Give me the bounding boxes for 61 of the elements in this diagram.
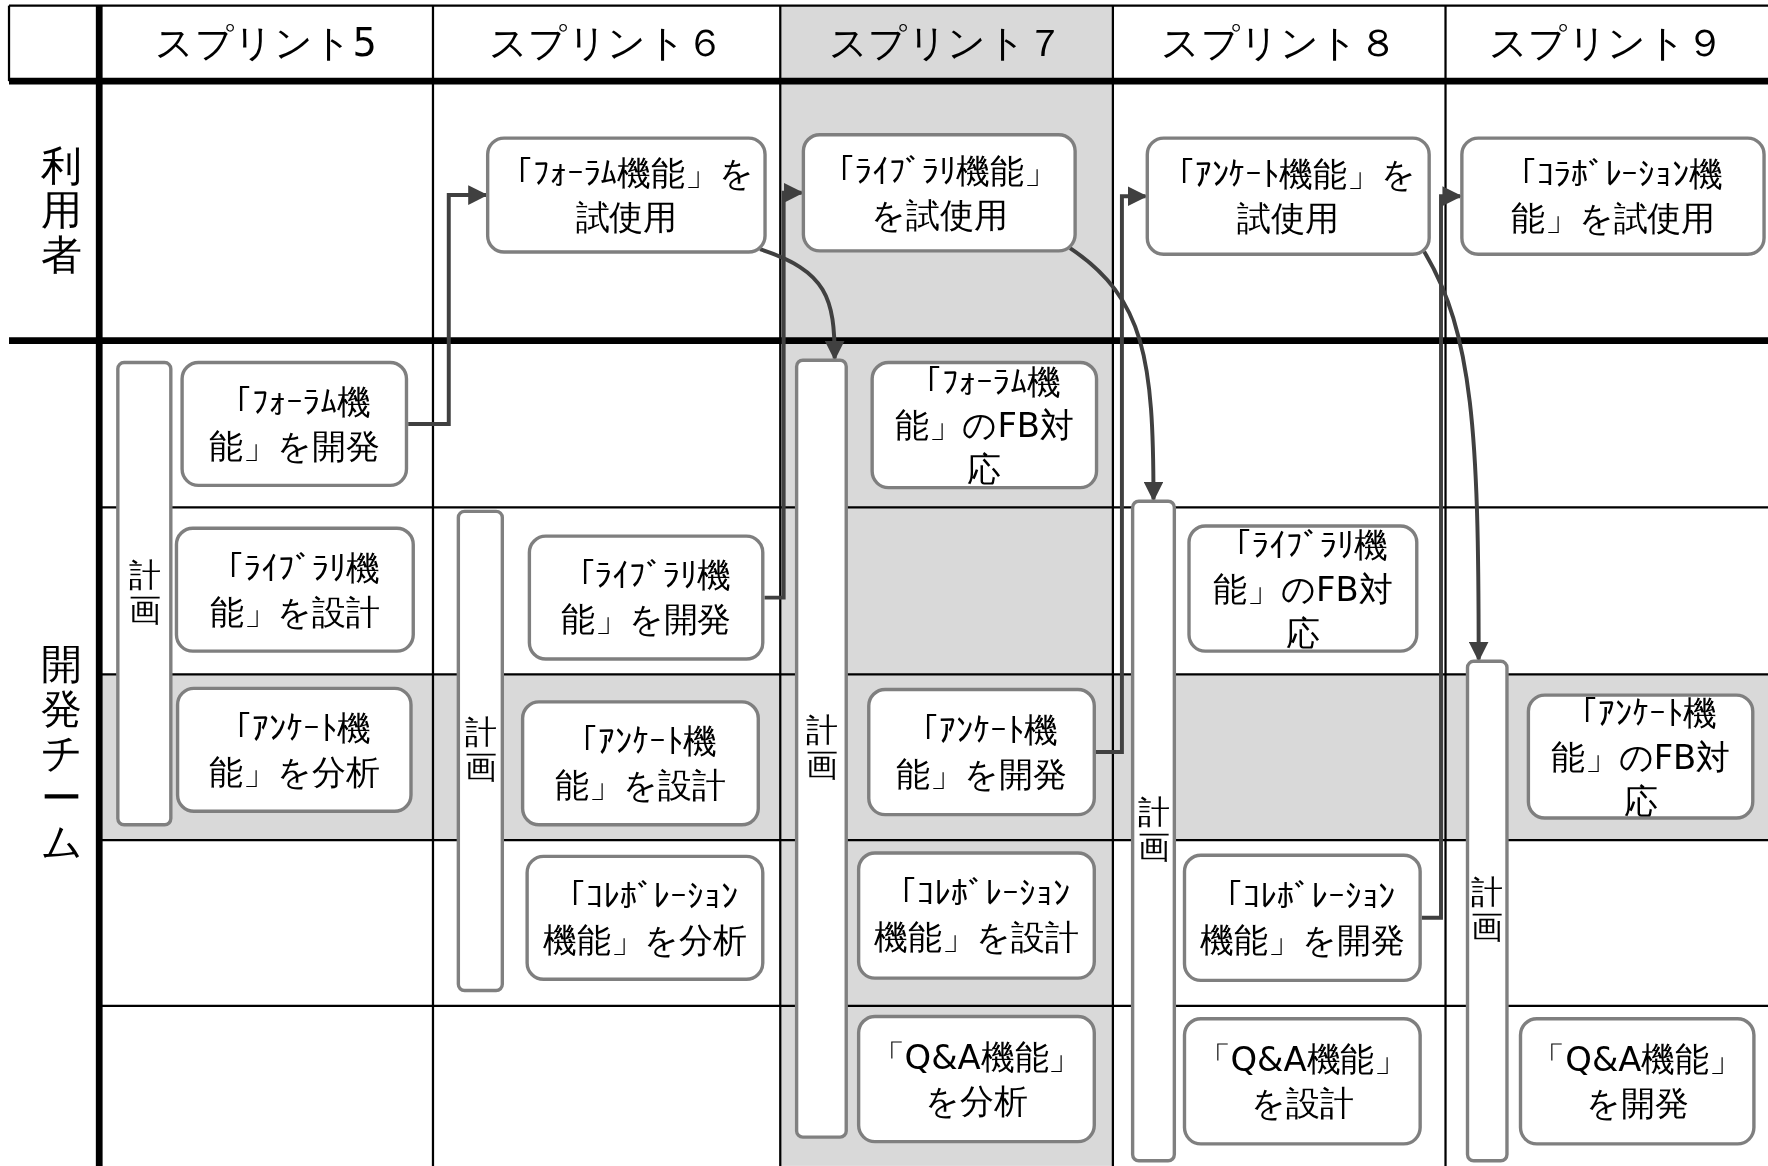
task-box — [856, 1014, 1096, 1144]
task-box — [180, 360, 409, 488]
arrow — [1096, 186, 1148, 755]
task-box — [856, 851, 1096, 980]
task-box — [174, 526, 415, 653]
plan-label: 計画 — [1137, 796, 1170, 866]
task-label: 「ﾗｲﾌﾞﾗﾘ機能」を設計 — [208, 547, 381, 634]
column-header: スプリント９ — [1488, 18, 1725, 67]
row-header: 開発チーム — [40, 641, 82, 865]
task-label: 「ｱﾝｹｰﾄ機能」を開発 — [895, 709, 1068, 796]
task-box — [1145, 136, 1431, 256]
task-label: 「ﾌｫｰﾗﾑ機能」を試使用 — [497, 152, 755, 239]
task-label: 「Q&A機能」を分析 — [869, 1036, 1084, 1123]
task-label: 「ｱﾝｹｰﾄ機能」を分析 — [208, 707, 381, 794]
plan-label: 計画 — [805, 713, 838, 784]
task-box — [525, 854, 765, 981]
column-header: スプリント７ — [828, 18, 1065, 67]
plan-label: 計画 — [1471, 876, 1503, 946]
task-box — [870, 360, 1099, 490]
plan-bar — [456, 509, 504, 993]
task-label: 「ｱﾝｹｰﾄ機能」のFB対応 — [1550, 691, 1732, 823]
task-box — [867, 687, 1096, 817]
task-label: 「ﾗｲﾌﾞﾗﾘ機能」を開発 — [559, 554, 733, 642]
task-label: 「ｱﾝｹｰﾄ機能」を試使用 — [1159, 153, 1417, 240]
plan-label: 計画 — [464, 716, 497, 786]
arrow — [764, 182, 804, 600]
plan-label: 計画 — [128, 558, 161, 629]
task-label: 「ｺﾚﾎﾞﾚｰｼｮﾝ機能」を分析 — [541, 875, 748, 962]
task-box — [1182, 1017, 1422, 1146]
task-box — [520, 700, 760, 827]
plan-bar — [1465, 659, 1509, 1163]
task-label: 「Q&A機能」を設計 — [1195, 1038, 1410, 1126]
plan-bar — [794, 358, 848, 1139]
task-label: 「ｺﾚﾎﾞﾚｰｼｮﾝ機能」を開発 — [1199, 875, 1406, 962]
arrow — [1068, 246, 1164, 502]
column-header: スプリント６ — [488, 18, 725, 67]
task-box — [1518, 1017, 1756, 1146]
task-label: 「Q&A機能」を開発 — [1530, 1038, 1744, 1126]
task-box — [175, 686, 413, 813]
task-box — [1182, 853, 1422, 983]
task-label: 「ｺﾚﾎﾞﾚｰｼｮﾝ機能」を設計 — [873, 872, 1080, 960]
arrow — [1422, 250, 1489, 662]
plan-bar — [116, 360, 173, 827]
task-label: 「ﾌｫｰﾗﾑ機能」を開発 — [208, 381, 381, 468]
task-box — [1187, 524, 1419, 653]
task-label: 「ﾗｲﾌﾞﾗﾘ機能」のFB対応 — [1212, 523, 1394, 655]
arrow — [759, 247, 845, 361]
task-box — [801, 133, 1077, 253]
column-header: スプリント８ — [1161, 18, 1398, 67]
row-header: 利用者 — [40, 143, 82, 278]
task-label: 「ｱﾝｹｰﾄ機能」を設計 — [554, 720, 727, 808]
task-label: 「ﾌｫｰﾗﾑ機能」のFB対応 — [893, 360, 1075, 491]
task-box — [1460, 136, 1766, 256]
task-label: 「ｺﾗﾎﾞﾚｰｼｮﾝ機能」を試使用 — [1502, 153, 1724, 240]
task-box — [485, 136, 767, 254]
arrow — [408, 185, 488, 426]
plan-bar — [1130, 499, 1177, 1163]
column-header: スプリント5 — [155, 18, 377, 67]
task-label: 「ﾗｲﾌﾞﾗﾘ機能」を試使用 — [819, 150, 1059, 237]
task-box — [527, 534, 765, 661]
task-box — [1526, 693, 1755, 820]
